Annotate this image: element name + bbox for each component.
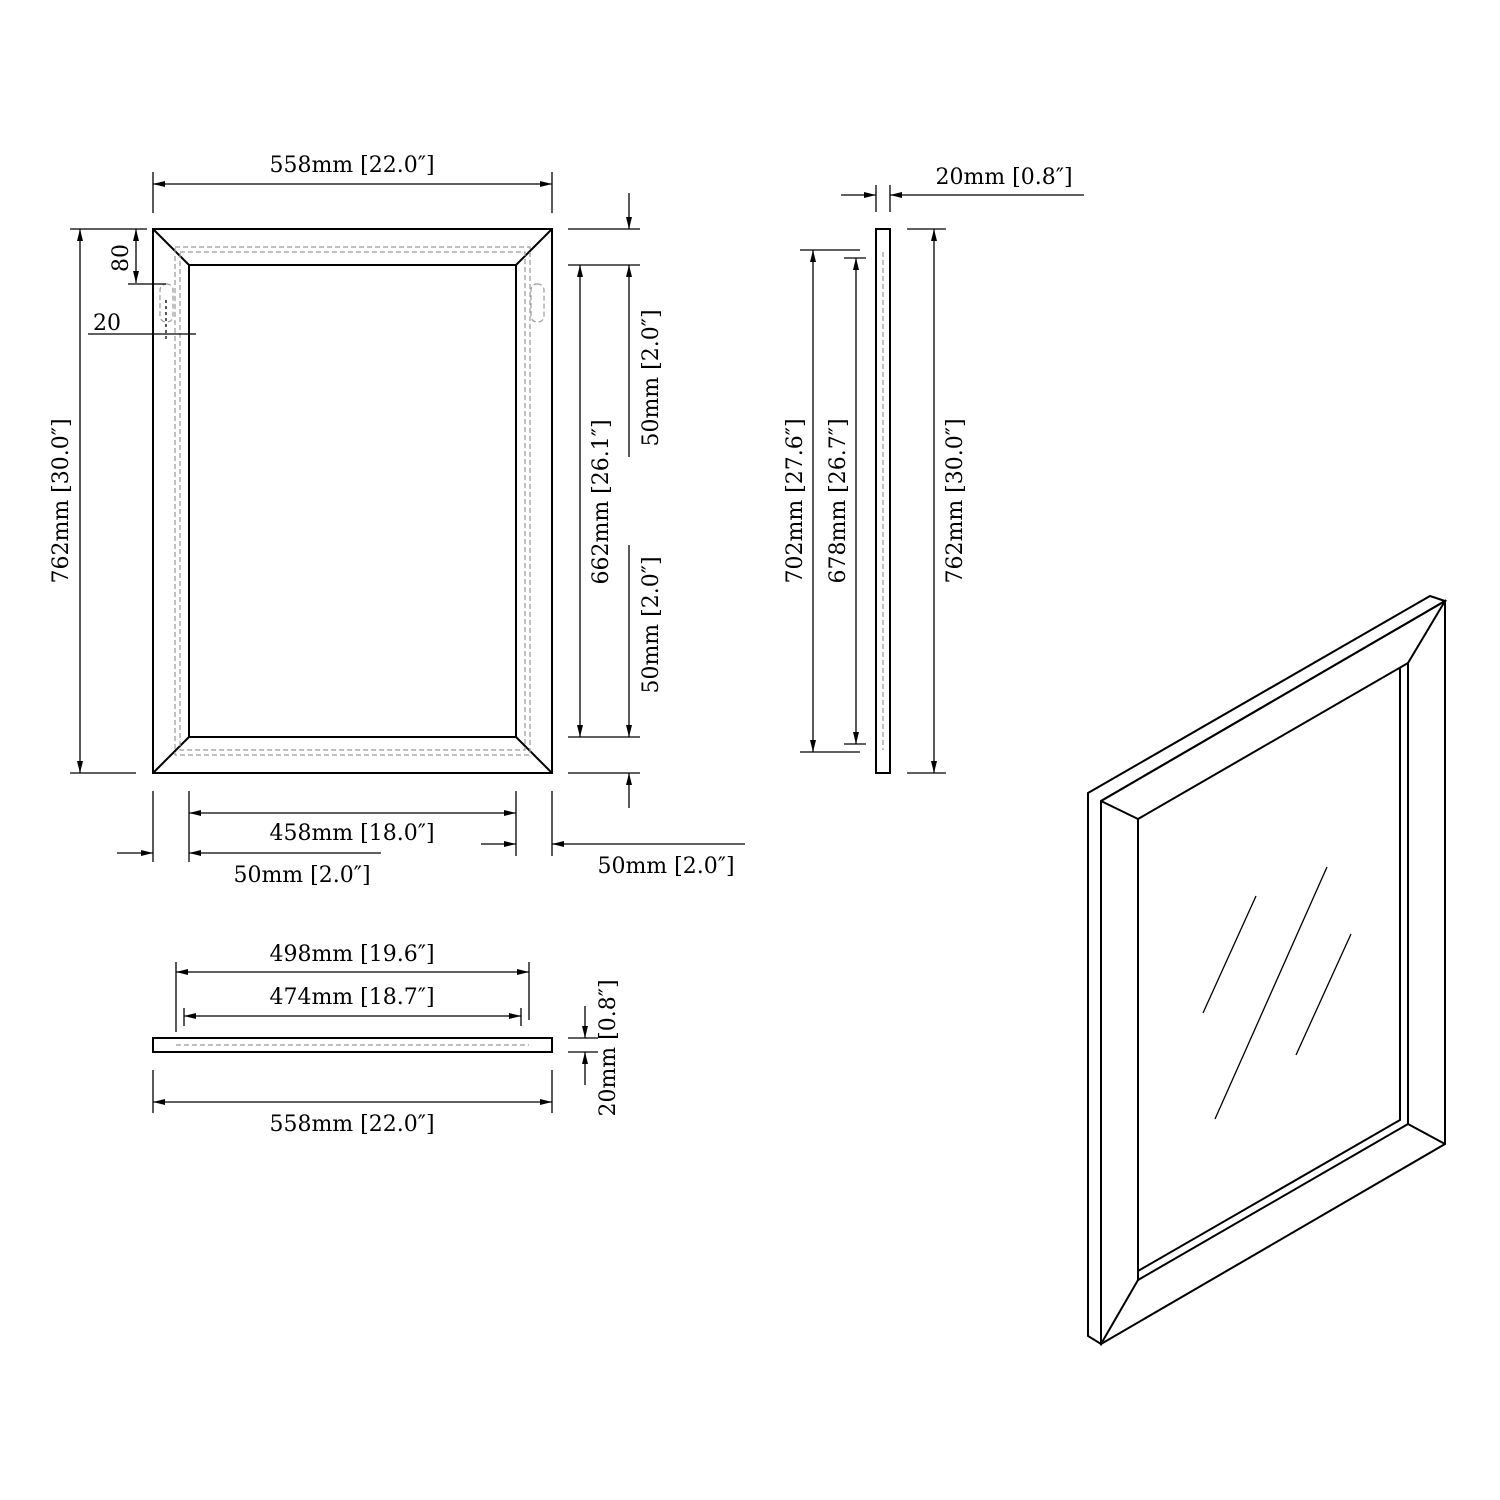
iso-inner-rebate [1137, 668, 1401, 1272]
dim-overall-height-left: 762mm [30.0″] [49, 228, 147, 774]
dim-frame-bottom: 50mm [2.0″] [626, 545, 664, 808]
dim-overall-width-top: 558mm [22.0″] [152, 153, 553, 213]
dim-label-overall-width: 558mm [22.0″] [269, 153, 434, 178]
dim-top-depth: 20mm [0.8″] [568, 979, 621, 1117]
dim-hanger-offset-top: 80 [109, 229, 166, 285]
dim-label-side-height-mid: 702mm [27.6″] [783, 418, 808, 583]
frame-outer-outline [152, 228, 553, 774]
dim-top-width-inner: 474mm [18.7″] [183, 985, 522, 1026]
dim-label-frame-left: 50mm [2.0″] [233, 863, 370, 888]
dim-side-height-mid: 702mm [27.6″] [783, 249, 860, 753]
dim-frame-right: 50mm [2.0″] [481, 841, 745, 879]
dim-label-side-height-inner: 678mm [26.7″] [826, 418, 851, 583]
dim-side-height-outer: 762mm [30.0″] [907, 228, 968, 774]
side-profile [875, 228, 891, 774]
iso-side-edge [1087, 594, 1448, 1346]
dim-hanger-offset-side: 20 [88, 300, 196, 340]
isometric-view [1087, 594, 1448, 1346]
dim-top-width-outer: 558mm [22.0″] [152, 1070, 553, 1137]
dim-side-height-inner: 678mm [26.7″] [826, 257, 866, 745]
dim-frame-top: 50mm [2.0″] [626, 193, 664, 457]
iso-miter-bottom-right [1407, 1123, 1446, 1145]
front-view: 558mm [22.0″] 762mm [30.0″] 80 20 [49, 153, 745, 888]
top-view: 498mm [19.6″] 474mm [18.7″] 558mm [22.0″… [152, 942, 621, 1137]
dim-label-side-depth: 20mm [0.8″] [935, 165, 1072, 190]
dim-label-inner-width: 458mm [18.0″] [269, 821, 434, 846]
dim-label-top-width-outer: 558mm [22.0″] [269, 1112, 434, 1137]
side-view: 20mm [0.8″] 762mm [30.0″] 702mm [27.6″] … [783, 165, 1084, 774]
hidden-rebate-outline-inner [179, 251, 526, 751]
iso-glass-reflection [1202, 866, 1352, 1120]
frame-inner-opening [188, 264, 517, 738]
dim-inner-height: 662mm [26.1″] [568, 228, 640, 774]
dim-label-top-depth: 20mm [0.8″] [596, 979, 621, 1116]
frame-miter-lines [152, 228, 553, 774]
dim-label-top-width-inner: 474mm [18.7″] [269, 985, 434, 1010]
dim-side-depth: 20mm [0.8″] [841, 165, 1084, 212]
hidden-rebate-outline [174, 246, 531, 756]
dim-label-side-height-outer: 762mm [30.0″] [943, 418, 968, 583]
dim-label-hanger-side: 20 [93, 311, 121, 336]
dim-label-frame-bottom: 50mm [2.0″] [639, 556, 664, 693]
dim-label-hanger-top: 80 [109, 244, 134, 272]
dim-label-top-width-mid: 498mm [19.6″] [269, 942, 434, 967]
iso-miter-top-left [1100, 800, 1139, 820]
hanger-slot-left [159, 283, 174, 323]
dim-frame-left: 50mm [2.0″] [117, 850, 381, 888]
hanger-slot-right [530, 283, 545, 323]
dim-label-frame-right: 50mm [2.0″] [597, 854, 734, 879]
iso-miter-top-right [1407, 600, 1446, 664]
iso-front-face [1100, 599, 1446, 1346]
dim-inner-width: 458mm [18.0″] [152, 791, 553, 862]
iso-miter-bottom-left [1100, 1279, 1139, 1345]
top-profile [152, 1037, 553, 1053]
dim-label-frame-top: 50mm [2.0″] [639, 309, 664, 446]
dim-label-overall-height: 762mm [30.0″] [49, 418, 74, 583]
dim-label-inner-height: 662mm [26.1″] [589, 419, 614, 584]
dim-top-width-mid: 498mm [19.6″] [175, 942, 530, 1032]
